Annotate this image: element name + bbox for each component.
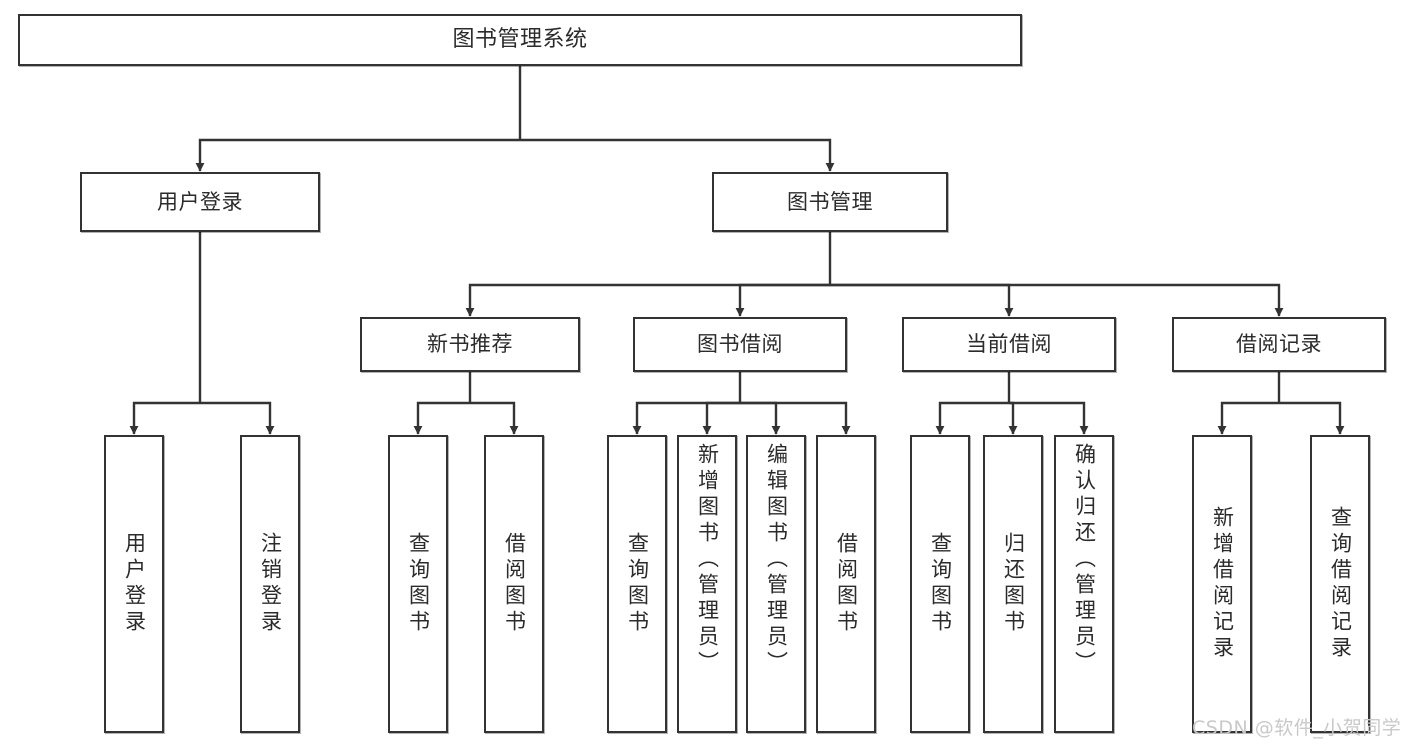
connector-bookmgmt-to-borrow [735, 283, 830, 317]
node-leaf-rec-2[interactable]: 查询借阅记录 [1310, 435, 1370, 733]
node-label: 当前借阅 [966, 332, 1052, 357]
node-label: 图书管理系统 [452, 27, 588, 53]
node-login[interactable]: 用户登录 [80, 172, 320, 232]
node-label: 归还图书 [1001, 532, 1026, 636]
connector-bookmgmt-to-current [830, 283, 1014, 317]
node-leaf-new-1[interactable]: 查询图书 [388, 435, 448, 733]
node-label: 借阅记录 [1236, 332, 1322, 357]
node-label: 查询图书 [928, 532, 953, 636]
csdn-watermark: CSDN @软件_小贺同学 [1192, 717, 1402, 739]
node-label: 图书借阅 [697, 332, 783, 357]
node-leaf-new-2[interactable]: 借阅图书 [484, 435, 544, 733]
node-leaf-login-1[interactable]: 用户登录 [104, 435, 164, 733]
node-leaf-bor-1[interactable]: 查询图书 [607, 435, 667, 733]
connector-root-to-login [195, 138, 520, 172]
node-label: 用户登录 [157, 189, 243, 214]
node-label: 用户登录 [122, 532, 147, 636]
connector-login-to-leaf-login-1 [129, 401, 200, 435]
node-current[interactable]: 当前借阅 [902, 317, 1116, 372]
connector-borrow-to-leaf-bor-4 [740, 401, 851, 435]
node-label: 借阅图书 [502, 532, 527, 636]
node-label: 图书管理 [787, 189, 873, 214]
node-leaf-bor-2[interactable]: 新增图书（管理员） [677, 435, 737, 733]
connector-bookmgmt-to-newbook [465, 283, 830, 317]
connector-current-to-leaf-cur-1 [935, 401, 1009, 435]
connector-login-to-leaf-login-2 [200, 401, 275, 435]
node-bookmgmt[interactable]: 图书管理 [712, 172, 948, 232]
node-label: 确认归还（管理员） [1072, 443, 1097, 677]
node-borrow[interactable]: 图书借阅 [633, 317, 847, 372]
node-records[interactable]: 借阅记录 [1172, 317, 1386, 372]
connector-newbook-to-leaf-new-2 [470, 401, 519, 435]
connector-newbook-to-leaf-new-1 [413, 401, 470, 435]
node-label: 新增图书（管理员） [695, 443, 720, 677]
connector-current-to-leaf-cur-2 [1008, 401, 1018, 435]
node-leaf-cur-3[interactable]: 确认归还（管理员） [1054, 435, 1114, 733]
connector-borrow-to-leaf-bor-3 [740, 401, 781, 435]
node-label: 新书推荐 [427, 332, 513, 357]
node-label: 注销登录 [258, 532, 283, 636]
connector-bookmgmt-to-records [830, 283, 1284, 317]
node-leaf-bor-3[interactable]: 编辑图书（管理员） [746, 435, 806, 733]
connector-borrow-to-leaf-bor-2 [702, 401, 740, 435]
node-label: 借阅图书 [834, 532, 859, 636]
node-root[interactable]: 图书管理系统 [18, 14, 1022, 66]
node-leaf-cur-2[interactable]: 归还图书 [983, 435, 1043, 733]
node-label: 新增借阅记录 [1210, 506, 1235, 662]
node-label: 查询借阅记录 [1328, 506, 1353, 662]
node-label: 查询图书 [625, 532, 650, 636]
node-leaf-login-2[interactable]: 注销登录 [240, 435, 300, 733]
connector-root-to-bookmgmt [520, 138, 835, 172]
node-leaf-bor-4[interactable]: 借阅图书 [816, 435, 876, 733]
connector-current-to-leaf-cur-3 [1009, 401, 1089, 435]
connector-records-to-leaf-rec-1 [1217, 401, 1279, 435]
node-label: 查询图书 [406, 532, 431, 636]
connector-records-to-leaf-rec-2 [1279, 401, 1345, 435]
node-leaf-rec-1[interactable]: 新增借阅记录 [1192, 435, 1252, 733]
node-leaf-cur-1[interactable]: 查询图书 [910, 435, 970, 733]
node-label: 编辑图书（管理员） [764, 443, 789, 677]
node-newbook[interactable]: 新书推荐 [360, 317, 580, 372]
connector-borrow-to-leaf-bor-1 [632, 401, 740, 435]
